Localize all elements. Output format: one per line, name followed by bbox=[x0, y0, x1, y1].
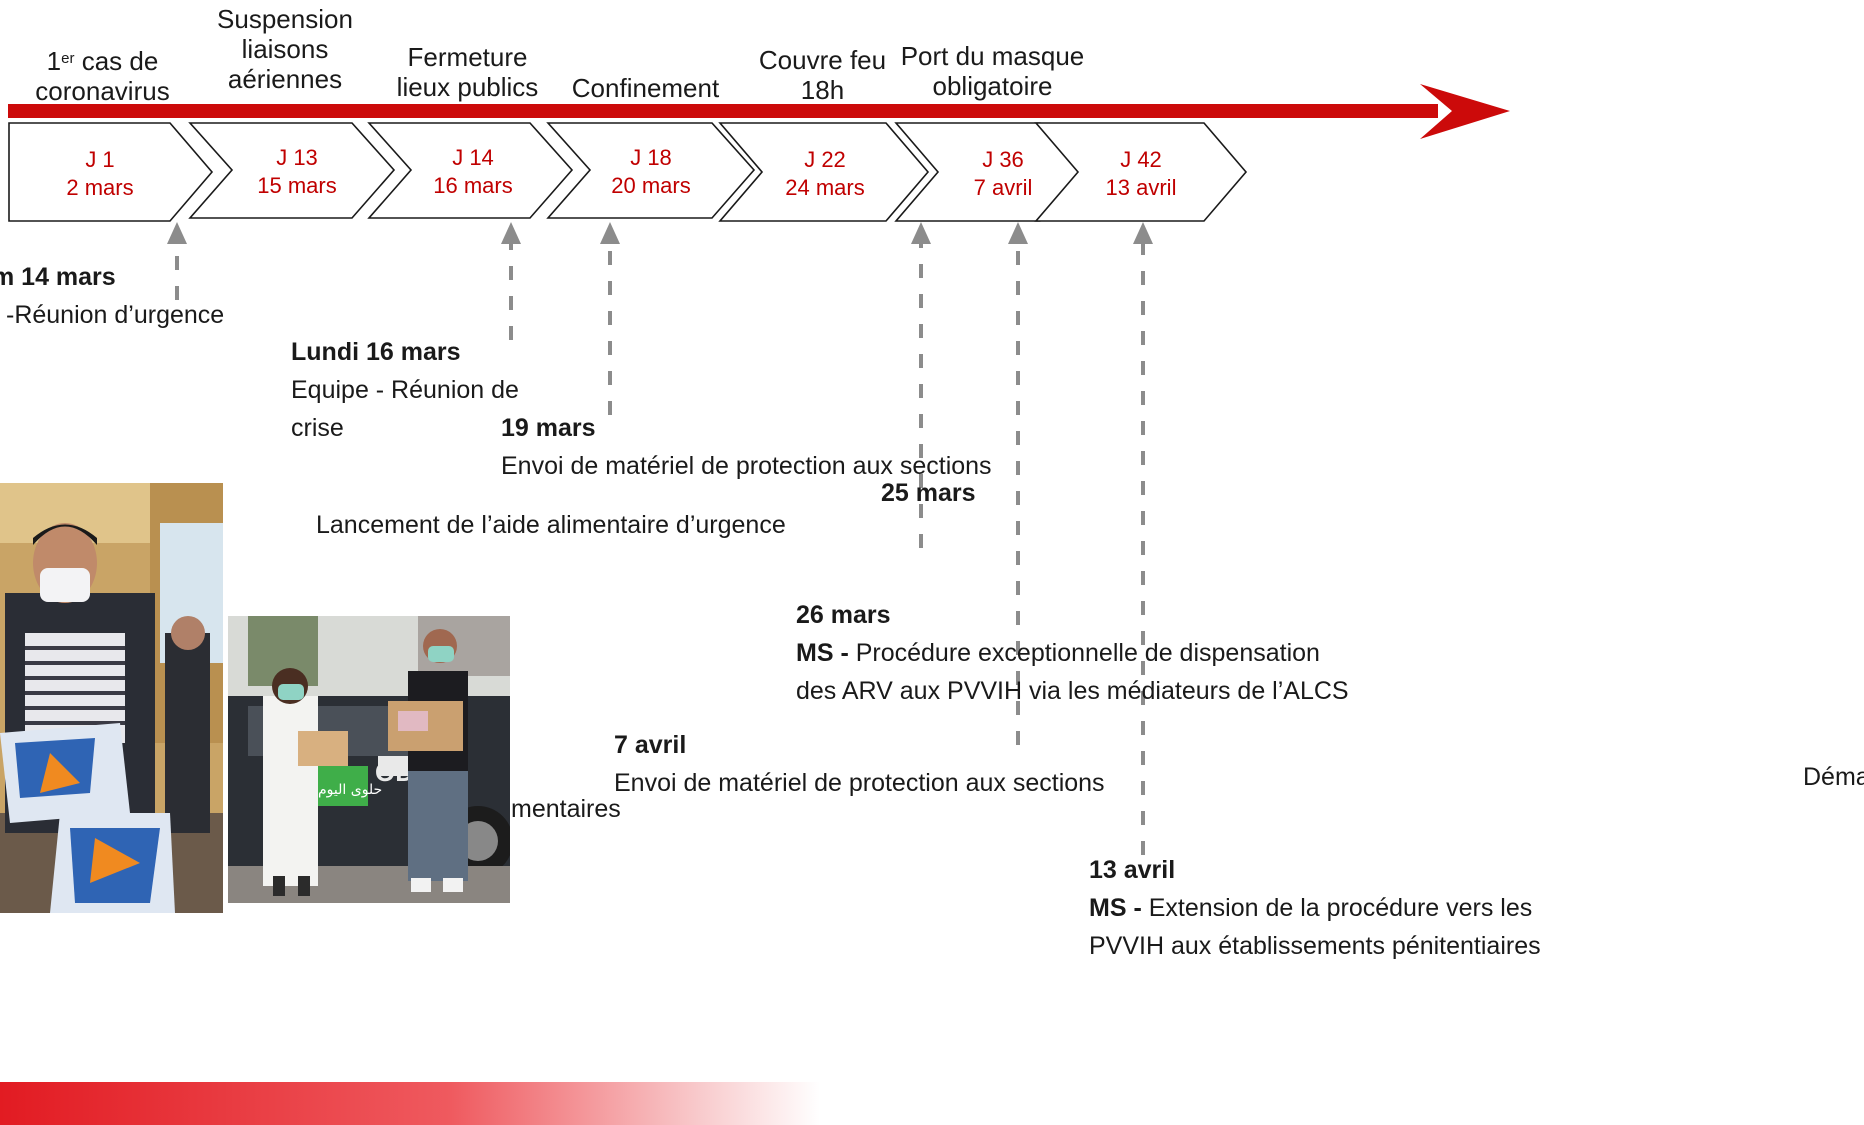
header-curfew: Couvre feu 18h bbox=[758, 45, 887, 105]
event-7avril-overflow-left: mentaires bbox=[511, 795, 621, 823]
event-16mars: Lundi 16 mars Equipe - Réunion de crise bbox=[291, 338, 519, 442]
event-25mars-text: Lancement de l’aide alimentaire d’urgenc… bbox=[316, 511, 786, 539]
bottom-decorative-band bbox=[0, 1082, 820, 1125]
chevron-j22 bbox=[718, 122, 930, 222]
header-mask: Port du masque obligatoire bbox=[900, 41, 1085, 101]
event-7avril: 7 avril Envoi de matériel de protection … bbox=[614, 731, 1105, 797]
photo-food-aid-volunteer bbox=[0, 483, 223, 913]
event-26mars: 26 mars MS - Procédure exceptionnelle de… bbox=[796, 601, 1349, 705]
header-air-suspension: Suspension liaisons aériennes bbox=[217, 4, 353, 94]
chevron-j14 bbox=[367, 122, 574, 219]
timeline-arrow bbox=[8, 84, 1510, 139]
chevron-j1 bbox=[8, 122, 214, 222]
photo-protection-equipment-delivery: ODA حلوى اليوم bbox=[228, 616, 510, 903]
event-13avril: 13 avril MS - Extension de la procédure … bbox=[1089, 856, 1541, 960]
event-25mars-date: 25 mars bbox=[881, 479, 976, 507]
header-confinement: Confinement bbox=[571, 73, 720, 103]
chevron-j18 bbox=[546, 122, 756, 219]
event-14mars: m 14 mars -Réunion d’urgence bbox=[0, 263, 225, 329]
header-closure: Fermeture lieux publics bbox=[396, 42, 539, 102]
chevron-row bbox=[8, 122, 1248, 222]
chevron-j13 bbox=[188, 122, 396, 219]
chevron-j42 bbox=[1034, 122, 1248, 222]
header-first-case: 1er cas de coronavirus bbox=[35, 46, 170, 106]
svg-text:حلوى اليوم: حلوى اليوم bbox=[318, 782, 382, 798]
event-19mars: 19 mars Envoi de matériel de protection … bbox=[501, 414, 992, 480]
event-7avril-overflow-right: Déma bbox=[1803, 763, 1864, 791]
